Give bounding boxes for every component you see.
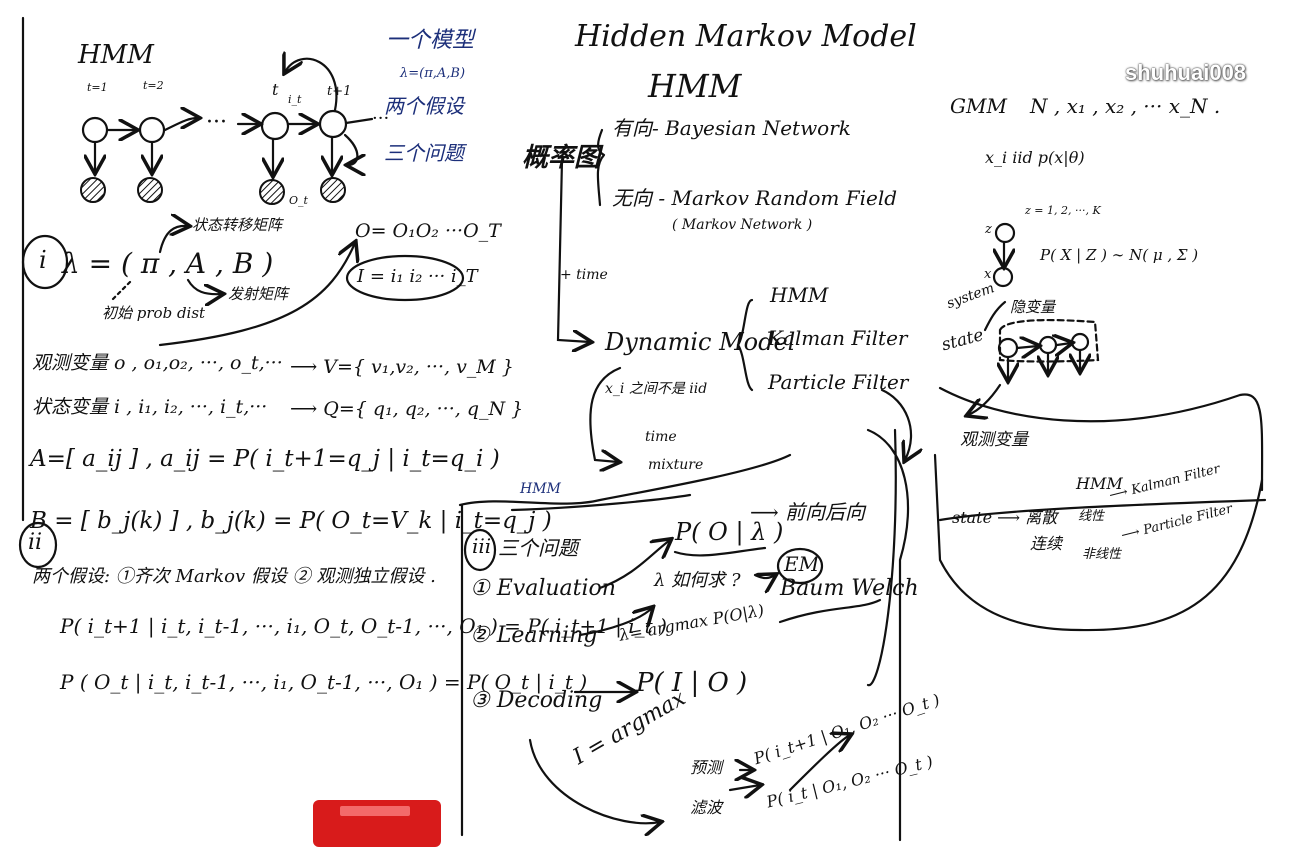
time-label: time — [645, 429, 677, 445]
dm-kalman: Kalman Filter — [768, 326, 908, 350]
dm-hmm: HMM — [770, 283, 829, 307]
roman-i: i — [39, 246, 47, 274]
assumption-eq2: P ( O_t | i_t, i_t-1, ···, i₁, O_t-1, ··… — [60, 670, 588, 694]
z-range: z = 1, 2, ···, K — [1025, 204, 1101, 217]
ot-label: O_t — [289, 194, 308, 207]
chain-dots-end: ··· — [372, 108, 390, 129]
mixture-label: mixture — [648, 457, 704, 473]
evaluation-label: ① Evaluation — [470, 576, 616, 601]
emit-matrix: 发射矩阵 — [228, 285, 289, 303]
state-discrete: state ⟶ 离散 — [952, 508, 1058, 527]
assumption-eq1: P( i_t+1 | i_t, i_t-1, ···, i₁, O_t, O_t… — [60, 614, 667, 638]
lambda-how: λ 如何求 ? — [654, 570, 741, 591]
gmm-label: GMM — [950, 94, 1007, 118]
chain-dots: ··· — [206, 110, 227, 135]
t-label: t — [272, 80, 279, 99]
i-sequence: I = i₁ i₂ ··· i_T — [357, 266, 478, 287]
three-questions: 三个问题 — [498, 536, 578, 560]
init-prob: 初始 prob dist — [102, 304, 206, 322]
linear-label: 线性 — [1078, 509, 1105, 524]
observed-var-label: 观测变量 — [960, 430, 1028, 450]
transfer-matrix: 状态转移矩阵 — [192, 216, 283, 234]
forward-backward: ⟶ 前向后向 — [750, 500, 866, 524]
right-hmm: HMM — [1076, 474, 1123, 493]
hmm-label: HMM — [78, 40, 154, 70]
t2-label: t=2 — [143, 79, 164, 92]
t1-label: t=1 — [87, 81, 108, 94]
gmm-sequence: N , x₁ , x₂ , ··· x_N . — [1030, 94, 1221, 118]
nonlinear-label: 非线性 — [1082, 547, 1122, 562]
b-definition: B = [ b_j(k) ] , b_j(k) = P( O_t=V_k | i… — [30, 508, 552, 534]
it-label: i_t — [288, 93, 302, 106]
undirected-label: 无向 - Markov Random Field — [612, 186, 898, 210]
roman-ii: ii — [28, 530, 43, 555]
watermark: shuhuai008 — [1125, 60, 1247, 85]
page-subtitle: HMM — [648, 67, 742, 105]
two-assumptions: 两个假设 — [384, 94, 464, 118]
markov-network-label: ( Markov Network ) — [672, 217, 813, 233]
p-x-given-z: P( X | Z ) ∼ N( μ , Σ ) — [1040, 246, 1199, 264]
lambda-eq: λ = ( π , A , B ) — [62, 247, 274, 280]
em-label: EM — [784, 552, 820, 576]
obs-var: 观测变量 o , o₁,o₂, ···, o_t,··· — [32, 352, 283, 374]
hidden-node — [81, 116, 109, 144]
learning-label: ② Learning — [470, 623, 598, 648]
hidden-var-label: 隐变量 — [1010, 298, 1056, 316]
dynamic-model-label: Dynamic Model — [605, 328, 796, 356]
assumptions-text: 两个假设: ①齐次 Markov 假设 ② 观测独立假设 . — [32, 566, 436, 587]
dm-particle: Particle Filter — [768, 370, 909, 394]
p-o-lambda: P( O | λ ) — [675, 518, 784, 546]
state-set: ⟶ Q={ q₁, q₂, ···, q_N } — [290, 398, 524, 420]
prob-graph-label: 概率图 — [522, 143, 601, 173]
obs-set: ⟶ V={ v₁,v₂, ···, v_M } — [290, 356, 514, 378]
plus-time-label: + time — [560, 267, 608, 283]
a-definition: A=[ a_ij ] , a_ij = P( i_t+1=q_j | i_t=q… — [30, 446, 500, 472]
three-problems: 三个问题 — [384, 141, 464, 165]
state-var: 状态变量 i , i₁, i₂, ···, i_t,··· — [32, 396, 268, 418]
baum-welch: Baum Welch — [780, 576, 919, 601]
continuous-label: 连续 — [1030, 534, 1063, 553]
directed-label: 有向- Bayesian Network — [612, 116, 851, 140]
model-formula: λ=(π,A,B) — [400, 66, 466, 81]
argmax-i: P( I | O ) — [636, 668, 748, 698]
decoding-label: ③ Decoding — [470, 688, 603, 713]
gmm-iid: x_i iid p(x|θ) — [985, 148, 1085, 167]
not-iid-label: x_i 之间不是 iid — [605, 381, 708, 397]
z-node-label: z — [985, 222, 992, 237]
predict-label: 预测 — [690, 758, 723, 777]
one-model: 一个模型 — [386, 28, 475, 53]
roman-iii: iii — [472, 534, 492, 558]
o-sequence: O= O₁O₂ ···O_T — [355, 220, 501, 242]
page-title: Hidden Markov Model — [575, 19, 917, 54]
tp1-label: t+1 — [327, 84, 352, 99]
hmm-box-label: HMM — [520, 481, 561, 497]
filter-label: 滤波 — [690, 798, 723, 817]
x-node-label: x — [984, 267, 992, 282]
